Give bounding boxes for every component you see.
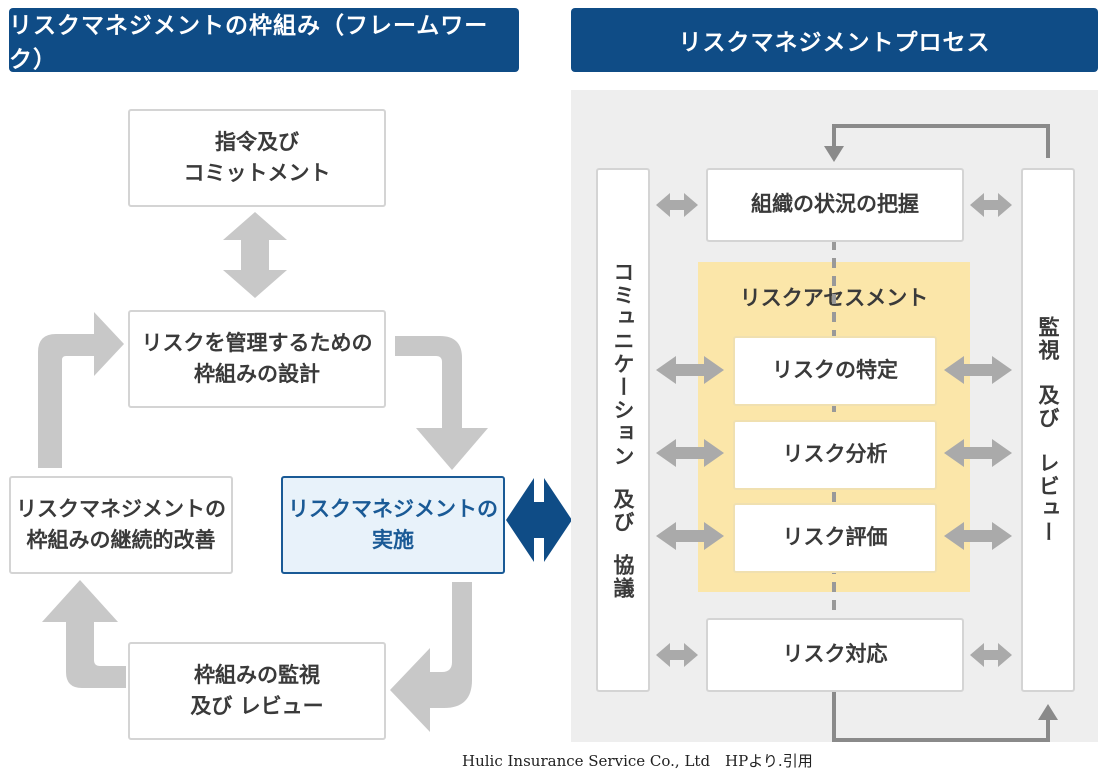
framework-header: リスクマネジメントの枠組み（フレームワーク） xyxy=(9,8,519,73)
risk-treatment-box: リスク対応 xyxy=(706,618,964,692)
leadership-line-2: コミットメント xyxy=(183,161,331,185)
design-line-1: リスクを管理するための xyxy=(141,330,373,355)
right-arrow-treatment xyxy=(970,643,1012,667)
improvement-to-design-arrow xyxy=(38,312,124,468)
bottom-feedback-line xyxy=(832,690,1050,742)
implementation-to-monitoring-arrow xyxy=(390,582,472,732)
left-arrow-context xyxy=(656,193,698,217)
implementation-process-double-arrow xyxy=(506,478,572,562)
leadership-commitment-box: 指令及びコミットメント xyxy=(128,109,386,207)
communication-and-text: 及び xyxy=(611,487,635,534)
continual-improvement-box: リスクマネジメントの枠組みの継続的改善 xyxy=(9,476,233,574)
source-credit: Hulic Insurance Service Co., Ltd HPより.引用 xyxy=(462,752,813,770)
implementation-line-2: 実施 xyxy=(372,528,414,552)
right-arrow-analysis xyxy=(944,439,1012,467)
risk-analysis-box: リスク分析 xyxy=(733,420,937,490)
implementation-line-1: リスクマネジメントの xyxy=(288,496,498,521)
framework-design-box: リスクを管理するための枠組みの設計 xyxy=(128,310,386,408)
left-arrow-treatment xyxy=(656,643,698,667)
monitoring-review-column: 監視 及び レビュー xyxy=(1021,168,1075,692)
design-to-implementation-arrow xyxy=(395,336,488,470)
left-arrow-evaluation xyxy=(656,522,724,550)
right-arrow-identification xyxy=(944,356,1012,384)
top-feedback-line xyxy=(832,124,1050,158)
context-box: 組織の状況の把握 xyxy=(706,168,964,242)
top-feedback-arrowhead xyxy=(824,146,844,162)
improvement-line-1: リスクマネジメントの xyxy=(16,496,226,521)
monitoring-and-text: 及び xyxy=(1036,384,1060,430)
right-arrow-evaluation xyxy=(944,522,1012,550)
consultation-text: 協議 xyxy=(611,553,635,600)
fw-monitoring-line-1: 枠組みの監視 xyxy=(194,662,320,687)
fw-monitoring-line-2: 及び レビュー xyxy=(190,694,324,718)
communication-text: コミュニケーション xyxy=(611,260,635,468)
right-arrow-context xyxy=(970,193,1012,217)
process-header: リスクマネジメントプロセス xyxy=(571,8,1098,72)
improvement-line-2: 枠組みの継続的改善 xyxy=(26,528,216,552)
left-arrow-identification xyxy=(656,356,724,384)
monitoring-to-improvement-arrow xyxy=(42,580,126,688)
framework-monitoring-box: 枠組みの監視及び レビュー xyxy=(128,642,386,740)
monitoring-text: 監視 xyxy=(1036,316,1060,362)
risk-identification-box: リスクの特定 xyxy=(733,336,937,406)
bottom-feedback-arrowhead xyxy=(1038,704,1058,720)
communication-consultation-column: コミュニケーション 及び 協議 xyxy=(596,168,650,692)
leadership-design-double-arrow xyxy=(223,212,287,298)
leadership-line-1: 指令及び xyxy=(215,129,299,154)
implementation-box: リスクマネジメントの実施 xyxy=(281,476,505,574)
review-text: レビュー xyxy=(1036,452,1060,544)
design-line-2: 枠組みの設計 xyxy=(194,362,320,386)
risk-evaluation-box: リスク評価 xyxy=(733,503,937,573)
left-arrow-analysis xyxy=(656,439,724,467)
